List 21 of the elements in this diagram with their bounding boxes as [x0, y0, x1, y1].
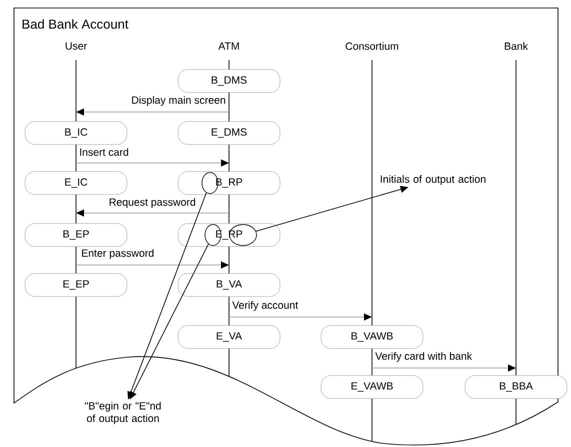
- edge-label: Display main screen: [132, 96, 226, 106]
- action-box: B_BBA: [464, 375, 568, 399]
- edge-label: Verify card with bank: [375, 352, 472, 362]
- action-box: B_IC: [24, 121, 128, 145]
- edge-label: Verify account: [232, 301, 298, 311]
- annotation: Initials of output action: [380, 175, 486, 185]
- title: Bad Bank Account: [22, 19, 128, 29]
- node-label: B_BBA: [500, 382, 533, 392]
- annotation: "B"egin or "E"nd of output action: [85, 402, 161, 424]
- action-box: E_VAWB: [320, 375, 424, 399]
- action-box: B_DMS: [178, 69, 280, 93]
- edge-label: Enter password: [82, 249, 154, 259]
- action-box: E_IC: [24, 171, 128, 195]
- edge-label: Request password: [110, 198, 196, 208]
- action-box: B_VAWB: [320, 325, 424, 349]
- edge-label: Insert card: [80, 148, 128, 156]
- action-box: E_VA: [178, 325, 280, 349]
- action-box: B_EP: [24, 223, 128, 247]
- action-box: E_EP: [24, 273, 128, 297]
- action-box: B_VA: [178, 273, 280, 297]
- action-box: E_DMS: [178, 121, 280, 145]
